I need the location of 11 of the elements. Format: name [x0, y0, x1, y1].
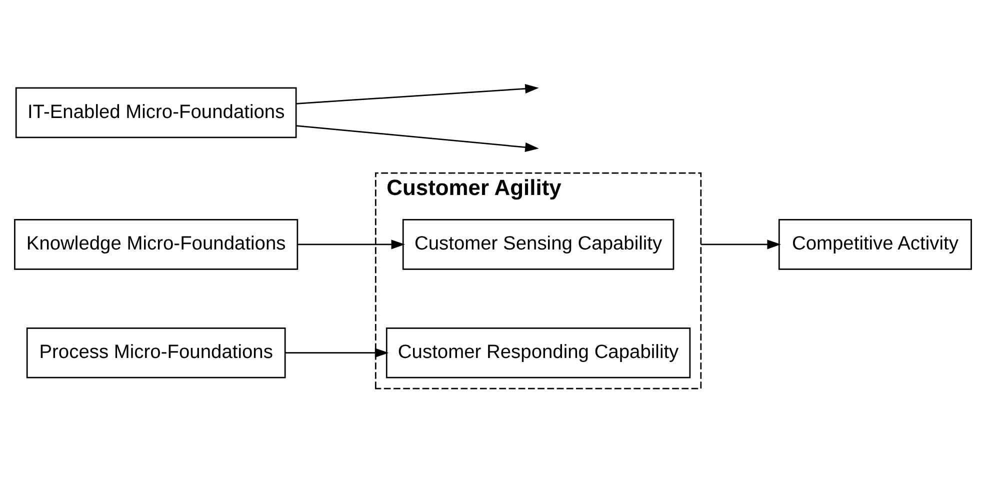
node-box: Customer Sensing Capability: [402, 219, 674, 270]
arrow: [700, 240, 781, 250]
arrow: [296, 84, 539, 104]
node-box: Knowledge Micro-Foundations: [14, 219, 298, 270]
node-box: Competitive Activity: [778, 219, 972, 270]
node-box: Process Micro-Foundations: [26, 327, 286, 378]
node-box: Customer Responding Capability: [386, 327, 691, 378]
arrow: [298, 240, 406, 250]
node-box: IT-Enabled Micro-Foundations: [15, 87, 297, 138]
arrow: [285, 348, 389, 358]
arrow: [296, 125, 539, 152]
